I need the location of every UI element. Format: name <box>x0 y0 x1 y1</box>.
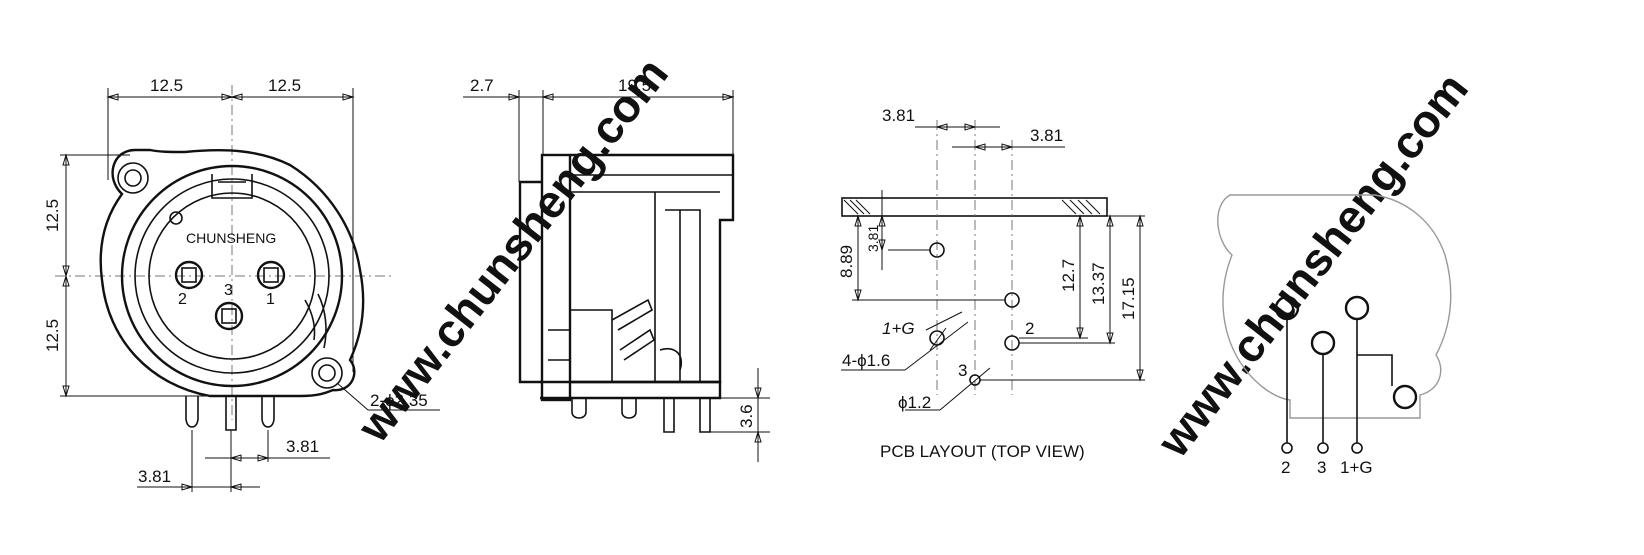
watermark-right: www.chunsheng.com <box>1146 63 1478 467</box>
dim-pcb-17-15: 17.15 <box>1119 277 1138 320</box>
socket-pin-3: 3 <box>214 282 244 331</box>
schematic-pin-2: 2 <box>1281 458 1290 477</box>
dim-pcb-panel-peg: 3.81 <box>865 225 881 252</box>
schematic-pin-1G: 1+G <box>1340 458 1373 477</box>
front-view: CHUNSHENG 2 1 3 12.5 12.5 <box>43 76 440 492</box>
dim-side-depth: 19.5 <box>618 76 651 95</box>
socket-pin-1-label: 1 <box>266 291 275 308</box>
dim-pin-pitch-right: 3.81 <box>286 437 319 456</box>
socket-pin-3-label: 3 <box>224 282 233 299</box>
dim-front-height-upper: 12.5 <box>43 199 62 232</box>
socket-pin-1: 1 <box>256 260 286 308</box>
pcb-pin-1G-label: 1+G <box>882 319 915 338</box>
pcb-pin-2-label: 2 <box>1025 319 1034 338</box>
pcb-pin-3-label: 3 <box>958 361 967 380</box>
dim-pcb-small-hole: ϕ1.2 <box>898 393 931 412</box>
dim-pcb-top-left: 3.81 <box>882 106 915 125</box>
dim-pcb-13-37: 13.37 <box>1089 262 1108 305</box>
schematic-view: 2 3 1+G <box>1217 194 1452 477</box>
pcb-layout: 3.81 3.81 8.89 3.81 12.7 13.37 17.15 1+G… <box>837 106 1145 461</box>
front-brand-label: CHUNSHENG <box>186 230 276 246</box>
dim-side-flange: 2.7 <box>470 76 494 95</box>
schematic-pin-3: 3 <box>1317 458 1326 477</box>
dim-pcb-12-7: 12.7 <box>1059 259 1078 292</box>
front-flange-outline <box>99 148 365 398</box>
dim-pin-pitch-left: 3.81 <box>138 467 171 486</box>
dim-pcb-top-right: 3.81 <box>1030 126 1063 145</box>
socket-pin-2: 2 <box>174 260 204 308</box>
dim-mount-holes: 2-ϕ2.35 <box>370 391 428 410</box>
dim-side-pin-length: 3.6 <box>737 404 756 428</box>
dim-pcb-holes: 4-ϕ1.6 <box>842 351 890 370</box>
dim-front-height-lower: 12.5 <box>43 319 62 352</box>
side-view: 2.7 19.5 3.6 <box>463 76 770 462</box>
schematic-outline <box>1217 194 1452 419</box>
dim-front-width-right: 12.5 <box>268 76 301 95</box>
dim-front-width-left: 12.5 <box>150 76 183 95</box>
pcb-layout-caption: PCB LAYOUT (TOP VIEW) <box>880 442 1085 461</box>
dim-pcb-left-height: 8.89 <box>837 245 856 278</box>
socket-pin-2-label: 2 <box>178 291 187 308</box>
